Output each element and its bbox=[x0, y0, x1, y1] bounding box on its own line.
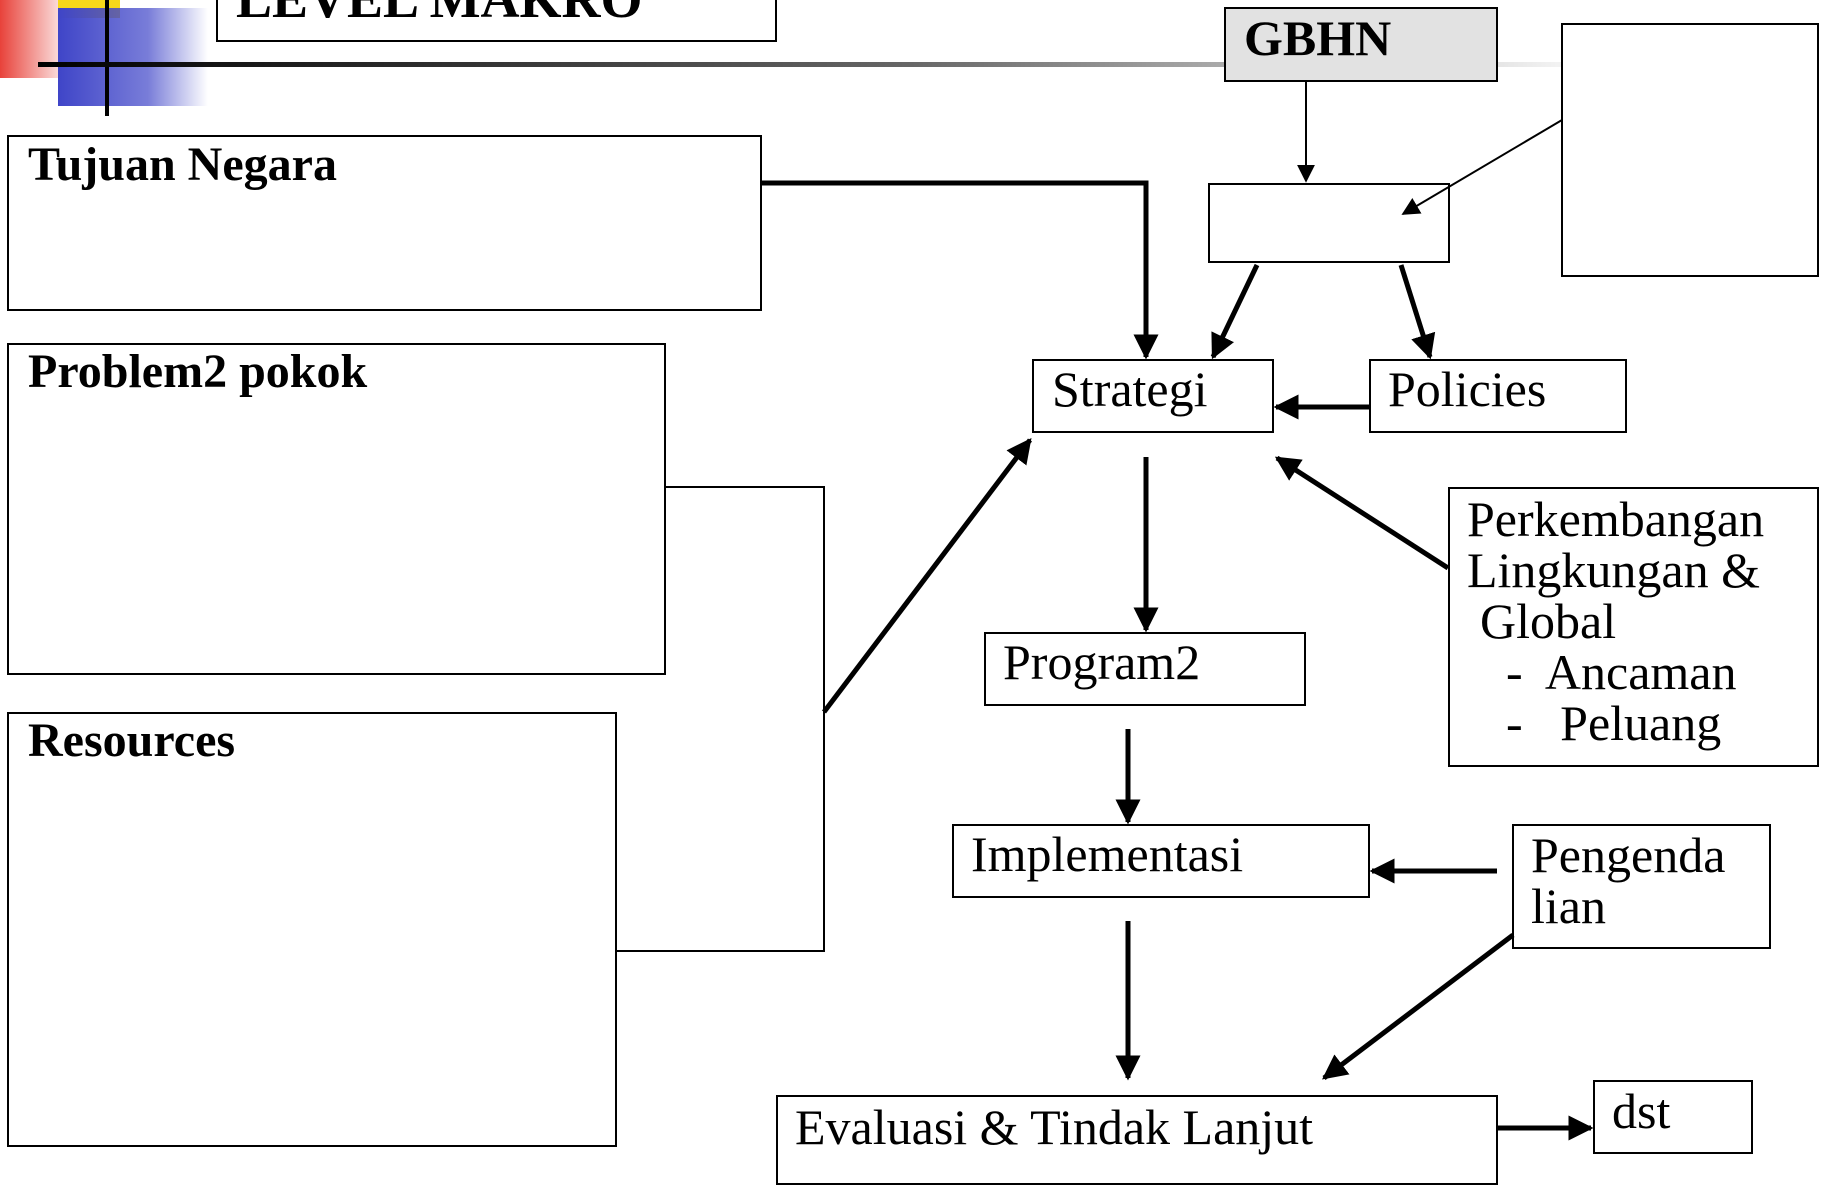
gbhn-label: GBHN bbox=[1244, 10, 1392, 66]
dst-box bbox=[1593, 1080, 1753, 1154]
title-box bbox=[216, 0, 777, 42]
evaluasi-label: Evaluasi & Tindak Lanjut bbox=[795, 1099, 1314, 1155]
policies-box bbox=[1369, 359, 1627, 433]
strategi-box bbox=[1032, 359, 1274, 433]
logo-icon bbox=[0, 0, 208, 116]
perkembangan-item-peluang: - Peluang bbox=[1506, 695, 1722, 751]
arrow-perkembangan-to-strategi bbox=[1274, 455, 1450, 571]
problem-pokok-box bbox=[7, 343, 666, 675]
empty-center-box bbox=[1208, 183, 1450, 263]
bracket-problem-resources bbox=[617, 486, 825, 952]
arrow-pengendalian-to-evaluasi bbox=[1322, 933, 1515, 1080]
arrow-center-to-policies bbox=[1398, 264, 1436, 360]
arrow-center-to-strategi bbox=[1210, 263, 1260, 360]
implementasi-label: Implementasi bbox=[971, 826, 1244, 882]
arrow-right-to-center bbox=[1401, 119, 1563, 215]
problem-pokok-label: Problem2 pokok bbox=[28, 345, 368, 398]
arrow-tujuan-to-strategi bbox=[762, 180, 1159, 360]
strategi-label: Strategi bbox=[1052, 361, 1208, 417]
pengendalian-line2: lian bbox=[1531, 878, 1606, 934]
perkembangan-line3: Global bbox=[1480, 593, 1617, 649]
page-title: LEVEL MAKRO bbox=[236, 0, 643, 30]
empty-right-box bbox=[1561, 23, 1819, 277]
pengendalian-line1: Pengenda bbox=[1531, 827, 1726, 883]
header-rule bbox=[38, 62, 1618, 67]
policies-label: Policies bbox=[1388, 361, 1547, 417]
arrow-bracket-to-strategi bbox=[822, 438, 1032, 714]
program-label: Program2 bbox=[1003, 634, 1201, 690]
perkembangan-line2: Lingkungan & bbox=[1467, 542, 1761, 598]
program-box bbox=[984, 632, 1306, 706]
dst-label: dst bbox=[1612, 1083, 1671, 1139]
gbhn-box bbox=[1224, 7, 1498, 82]
implementasi-box bbox=[952, 824, 1370, 898]
resources-label: Resources bbox=[28, 714, 236, 767]
perkembangan-line1: Perkembangan bbox=[1467, 491, 1765, 547]
perkembangan-box bbox=[1448, 487, 1819, 767]
resources-box bbox=[7, 712, 617, 1147]
tujuan-negara-label: Tujuan Negara bbox=[28, 138, 337, 191]
tujuan-negara-box bbox=[7, 135, 762, 311]
pengendalian-box bbox=[1512, 824, 1771, 949]
perkembangan-item-ancaman: - Ancaman bbox=[1506, 644, 1737, 700]
